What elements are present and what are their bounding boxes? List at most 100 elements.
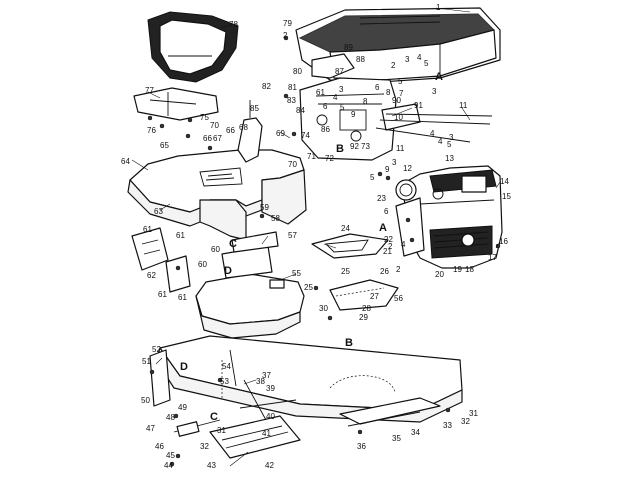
- part-number-62: 62: [147, 271, 156, 280]
- part-number-85: 85: [250, 104, 259, 113]
- part-number-18: 18: [465, 265, 474, 274]
- part-number-60b: 60: [198, 260, 207, 269]
- ref-letter-c: C: [210, 411, 218, 423]
- part-number-3e: 3: [392, 158, 397, 167]
- part-number-34: 34: [411, 428, 420, 437]
- part-number-59: 59: [260, 203, 269, 212]
- part-number-16: 16: [499, 237, 508, 246]
- part-number-26: 26: [380, 267, 389, 276]
- part-number-4: 4: [333, 93, 338, 102]
- part-number-17: 17: [488, 253, 497, 262]
- tank-bracket: [221, 231, 279, 279]
- part-number-83: 83: [287, 96, 296, 105]
- part-number-3c: 3: [432, 87, 437, 96]
- part-number-53: 53: [220, 377, 229, 386]
- part-number-31: 31: [217, 426, 226, 435]
- part-number-25b: 25: [304, 283, 313, 292]
- part-number-32: 32: [200, 442, 209, 451]
- part-number-61e: 61: [178, 293, 187, 302]
- part-number-9: 9: [351, 110, 356, 119]
- part-number-64: 64: [121, 157, 130, 166]
- part-number-23: 23: [377, 194, 386, 203]
- seat-pan: [133, 87, 219, 123]
- part-number-77: 77: [145, 86, 154, 95]
- part-number-82: 82: [262, 82, 271, 91]
- part-number-55: 55: [292, 269, 301, 278]
- part-number-78: 78: [229, 20, 238, 29]
- part-number-43: 43: [207, 461, 216, 470]
- part-number-10: 10: [394, 113, 403, 122]
- part-number-56: 56: [394, 294, 403, 303]
- part-number-47: 47: [146, 424, 155, 433]
- leader-lines: [131, 7, 501, 467]
- part-labels: 1 2 79 78 77 76 75 70 65 66 67 66 68 69 …: [121, 3, 511, 470]
- part-number-4b: 4: [417, 53, 422, 62]
- part-number-2d: 2: [396, 265, 401, 274]
- part-number-40: 40: [266, 412, 275, 421]
- left-brackets: [131, 227, 191, 293]
- part-number-3b: 3: [405, 55, 410, 64]
- part-number-6b: 6: [323, 102, 328, 111]
- part-number-21: 21: [383, 247, 392, 256]
- part-number-38: 38: [256, 377, 265, 386]
- footrest-plate: [209, 415, 301, 459]
- reference-letters: A A B B C C D D: [180, 71, 443, 423]
- part-number-32b: 32: [461, 417, 470, 426]
- part-number-84: 84: [296, 106, 305, 115]
- part-number-2b: 2: [391, 61, 396, 70]
- part-number-87: 87: [335, 67, 344, 76]
- part-number-4d: 4: [438, 137, 443, 146]
- part-number-67: 67: [213, 134, 222, 143]
- part-number-31b: 31: [469, 409, 478, 418]
- part-number-29: 29: [359, 313, 368, 322]
- part-number-69: 69: [276, 129, 285, 138]
- part-number-2c: 2: [388, 242, 393, 251]
- throttle-rods: [375, 113, 493, 143]
- part-number-61d: 61: [158, 290, 167, 299]
- ref-letter-b: B: [336, 143, 344, 155]
- part-number-81: 81: [288, 83, 297, 92]
- part-number-76: 76: [147, 126, 156, 135]
- part-number-61: 61: [316, 88, 325, 97]
- part-number-15: 15: [502, 192, 511, 201]
- mount-plate: [329, 279, 399, 311]
- part-number-6: 6: [375, 83, 380, 92]
- part-number-4c: 4: [430, 129, 435, 138]
- part-number-71: 71: [307, 152, 316, 161]
- part-number-66b: 66: [226, 126, 235, 135]
- part-number-19: 19: [453, 265, 462, 274]
- part-number-3: 3: [339, 85, 344, 94]
- part-number-8: 8: [363, 97, 368, 106]
- part-number-88: 88: [356, 55, 365, 64]
- part-number-5d: 5: [447, 140, 452, 149]
- part-number-45: 45: [166, 451, 175, 460]
- part-number-14: 14: [500, 177, 509, 186]
- part-number-36: 36: [357, 442, 366, 451]
- part-number-20: 20: [435, 270, 444, 279]
- part-number-90: 90: [392, 96, 401, 105]
- part-number-70b: 70: [288, 160, 297, 169]
- headlight: [395, 179, 417, 201]
- part-number-12: 12: [403, 164, 412, 173]
- ref-letter-b: B: [345, 337, 353, 349]
- part-number-74: 74: [301, 131, 310, 140]
- part-number-4e: 4: [401, 240, 406, 249]
- part-number-3d: 3: [449, 133, 454, 142]
- part-number-58: 58: [271, 214, 280, 223]
- part-number-8b: 8: [386, 88, 391, 97]
- part-number-30: 30: [319, 304, 328, 313]
- part-number-22: 22: [384, 235, 393, 244]
- part-number-75: 75: [200, 113, 209, 122]
- part-number-57: 57: [288, 231, 297, 240]
- ref-letter-c: C: [229, 238, 237, 250]
- part-number-46: 46: [155, 442, 164, 451]
- battery-tray: [311, 233, 389, 259]
- part-number-65: 65: [160, 141, 169, 150]
- part-number-33: 33: [443, 421, 452, 430]
- ref-letter-d: D: [180, 361, 188, 373]
- part-number-6c: 6: [384, 207, 389, 216]
- part-number-9b: 9: [385, 165, 390, 174]
- part-number-68: 68: [239, 123, 248, 132]
- part-number-80: 80: [293, 67, 302, 76]
